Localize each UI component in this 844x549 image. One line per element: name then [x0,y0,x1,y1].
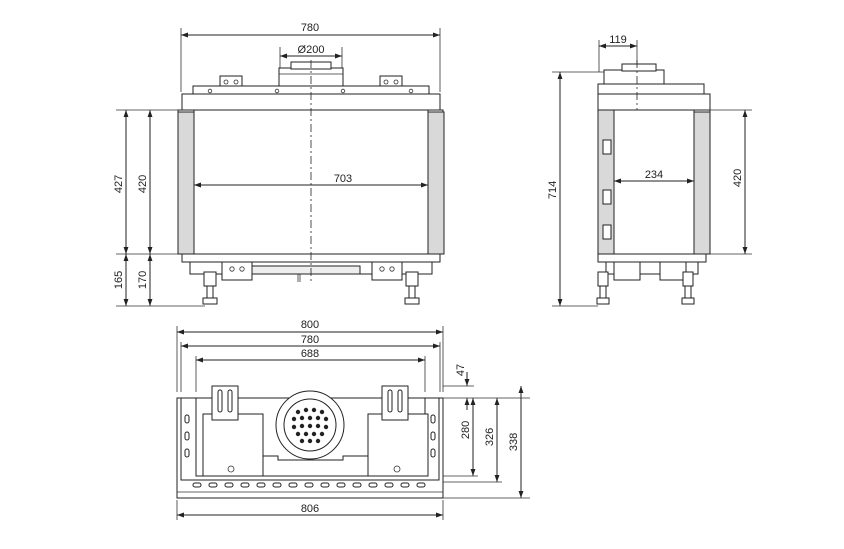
top-width-688-label: 688 [301,348,319,360]
leg-height-outer-label: 165 [113,271,125,289]
foot-bracket-left [221,261,253,281]
leg-right [405,271,419,287]
depth-label: 234 [645,169,663,181]
foot-bracket-right [371,261,403,281]
flue-offset-label: 119 [609,34,627,46]
flue-grid-holes [291,407,329,444]
depth-338-label: 338 [508,433,520,451]
top-bracket-right-plan [381,385,409,421]
side-view: 119 714 420 [547,34,752,307]
depth-47-label: 47 [455,364,467,376]
depth-326-label: 326 [484,428,496,446]
total-height-label: 714 [547,181,559,199]
side-opening-height-label: 420 [732,169,744,187]
top-width-806-label: 806 [301,503,319,515]
front-view: 780 Ø200 [113,22,445,307]
leg-height-inner-label: 170 [137,271,149,289]
leg-left [203,271,217,287]
opening-height-label: 420 [137,175,149,193]
vent-slots [192,482,426,488]
top-bracket-left-plan [211,385,239,421]
top-view: 800 780 688 [176,319,530,520]
depth-280-label: 280 [460,421,472,439]
front-width-label: 780 [301,22,319,34]
top-width-800-label: 800 [301,319,319,331]
glass-height-label: 427 [113,175,125,193]
top-width-780-label: 780 [301,334,319,346]
flue-diameter-label: Ø200 [298,44,325,56]
opening-width-label: 703 [334,173,352,185]
